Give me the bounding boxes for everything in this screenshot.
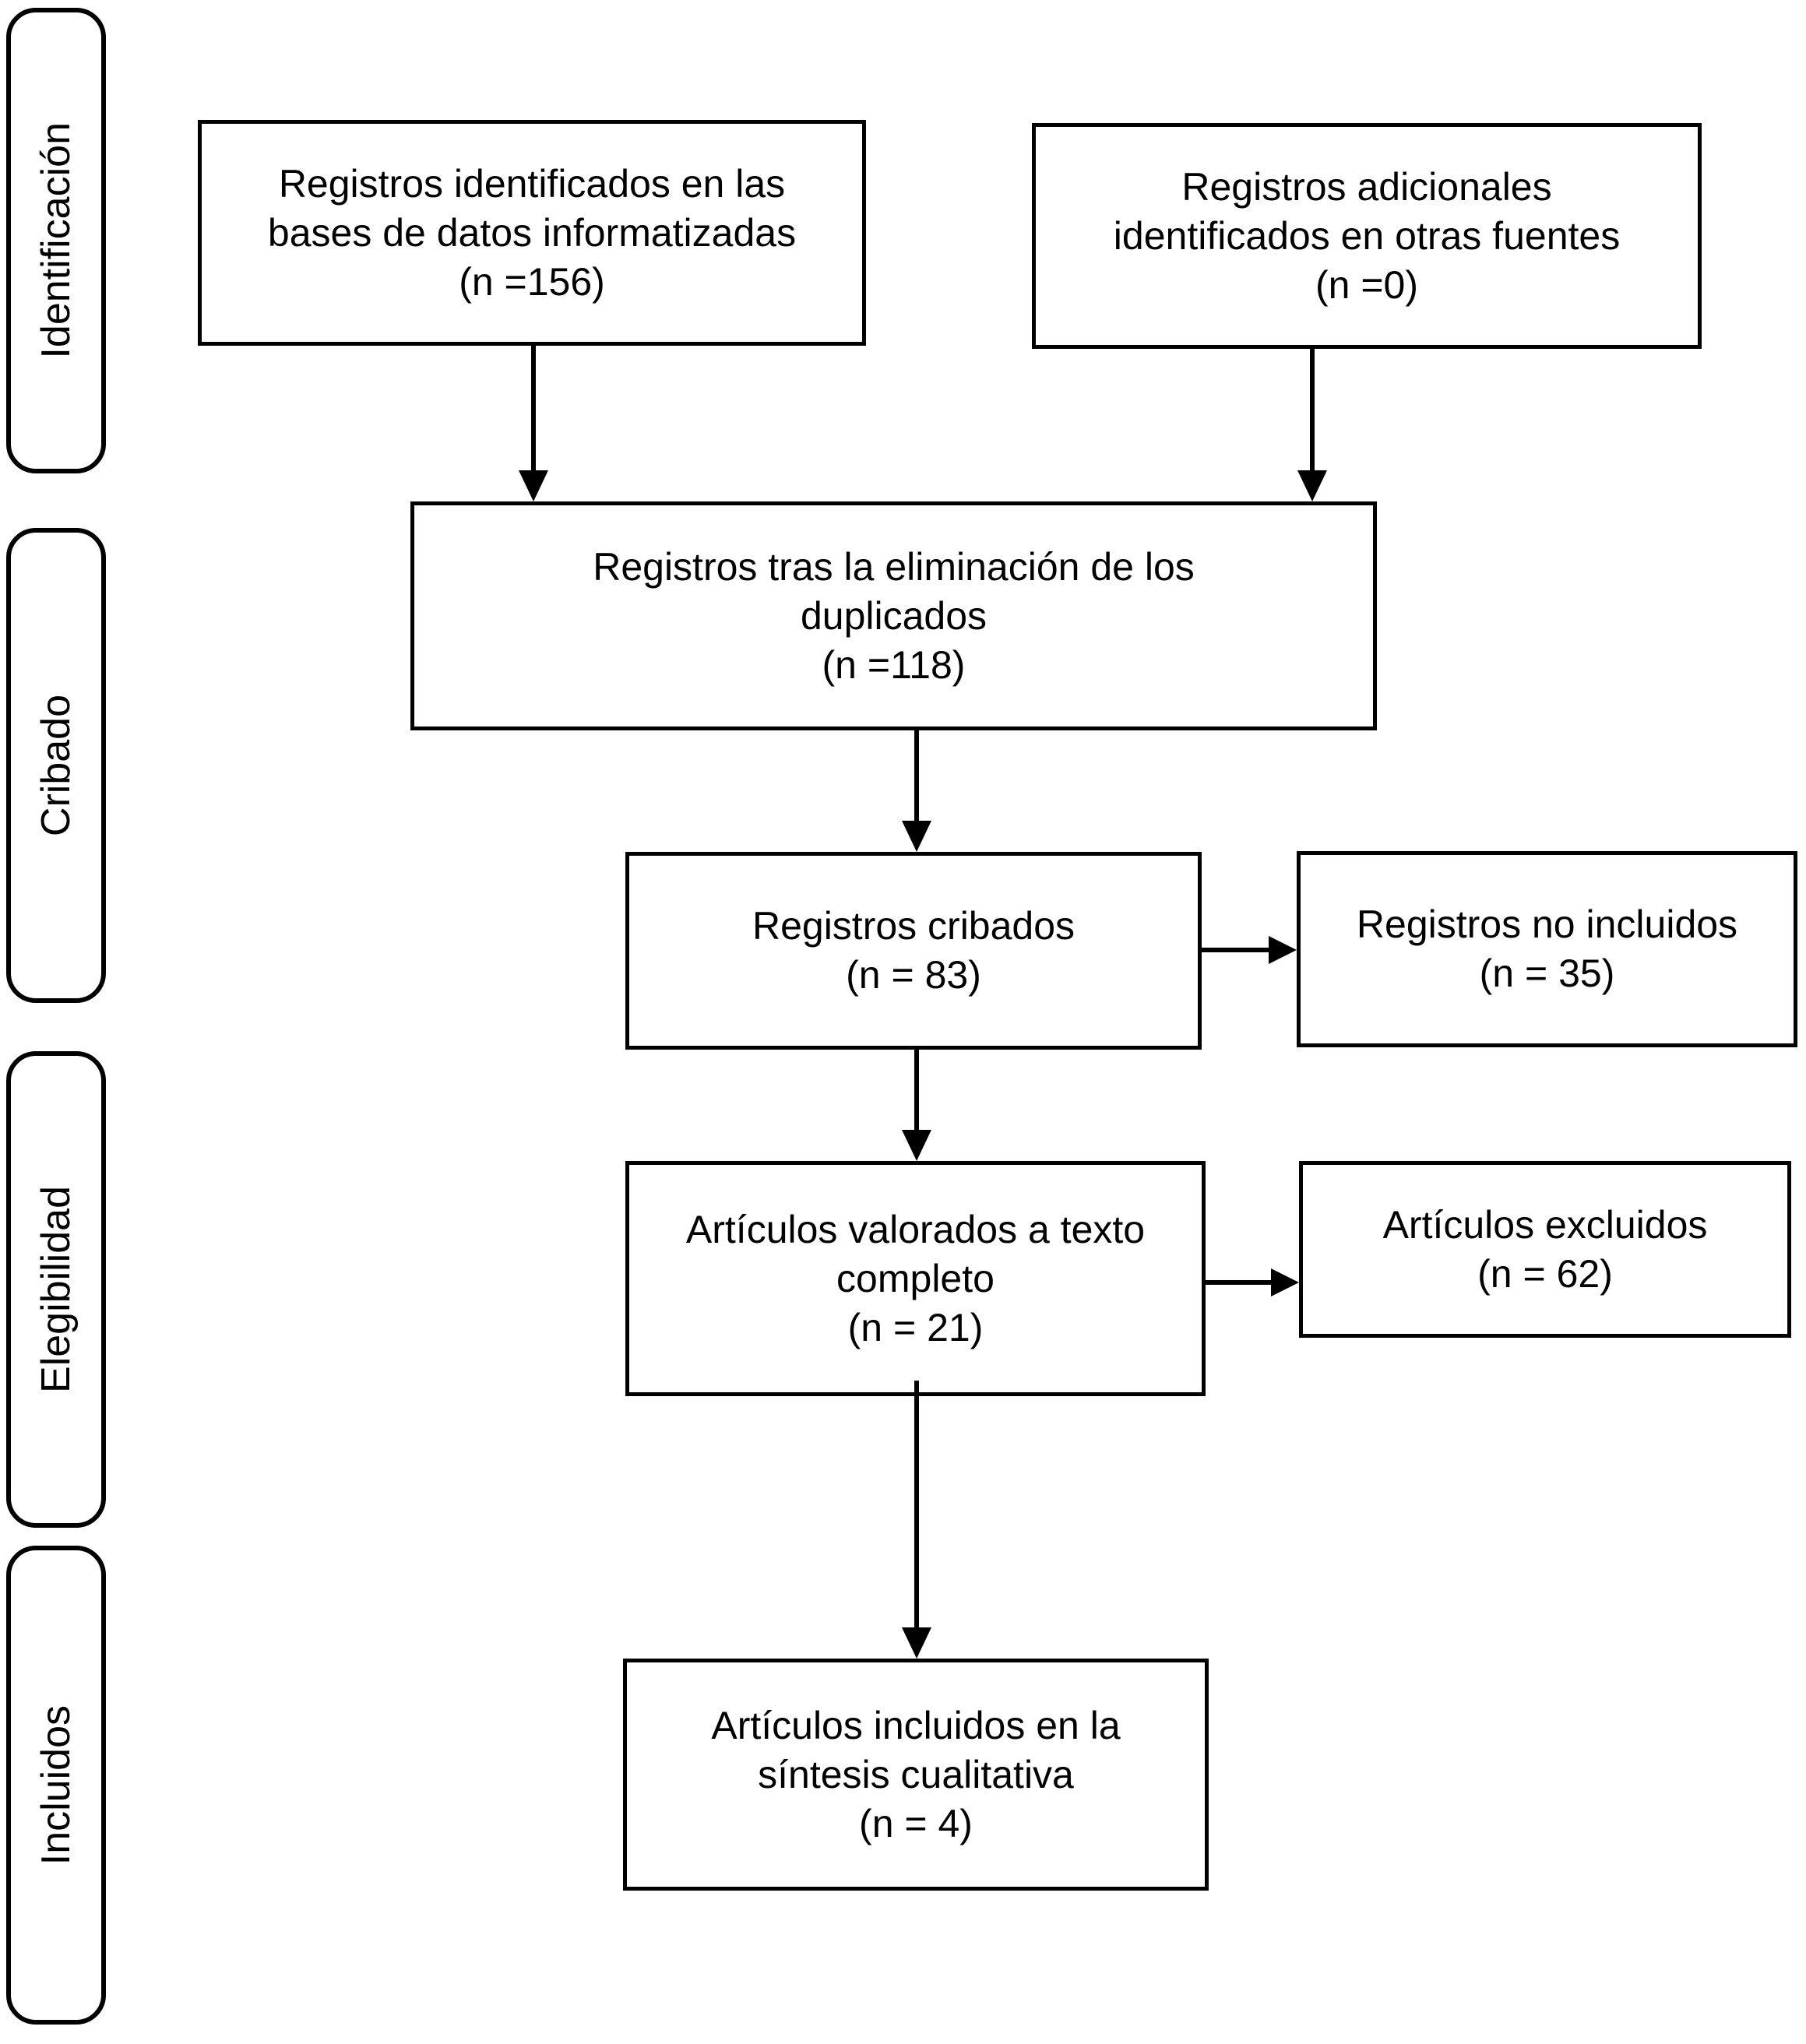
box-text-line: (n = 4): [859, 1801, 973, 1845]
box-text-line: (n =156): [459, 259, 605, 304]
box-text-line: Artículos valorados a texto: [685, 1207, 1146, 1251]
box-text-line: (n = 35): [1479, 952, 1615, 995]
box-text-line: síntesis cualitativa: [758, 1752, 1074, 1796]
arrow-screened-to-fulltext-line: [914, 1050, 919, 1130]
arrow-additional-to-dedup-head-icon: [1297, 470, 1327, 501]
box-records-not-included: Registros no incluidos (n = 35): [1297, 851, 1797, 1047]
box-text-line: Artículos incluidos en la: [711, 1703, 1121, 1747]
box-records-after-duplicates-removed: Registros tras la eliminación de los dup…: [410, 501, 1377, 730]
box-text-line: (n = 21): [847, 1305, 984, 1349]
box-records-screened: Registros cribados (n = 83): [625, 852, 1202, 1050]
box-text-line: (n = 62): [1477, 1251, 1613, 1296]
arrow-screened-to-notincluded-head-icon: [1269, 936, 1297, 964]
stage-label-cribado: Cribado: [6, 528, 106, 1003]
stage-label-identificacion-text: Identificación: [33, 122, 79, 359]
arrow-additional-to-dedup-line: [1310, 349, 1315, 473]
box-articles-excluded: Artículos excluidos (n = 62): [1299, 1161, 1791, 1338]
box-text-line: bases de datos informatizadas: [267, 210, 797, 255]
box-additional-records-other-sources: Registros adicionales identificados en o…: [1032, 123, 1702, 349]
box-text-line: Registros tras la eliminación de los: [593, 544, 1195, 589]
arrow-dedup-to-screened-head-icon: [902, 821, 931, 852]
arrow-screened-to-fulltext-head-icon: [902, 1130, 931, 1161]
arrow-fulltext-to-excluded-head-icon: [1271, 1268, 1299, 1296]
arrow-screened-to-notincluded-line: [1202, 948, 1269, 952]
box-articles-included-qualitative-synthesis: Artículos incluidos en la síntesis cuali…: [623, 1659, 1209, 1891]
box-text-line: (n =118): [822, 642, 966, 687]
box-text-line: (n =0): [1315, 262, 1418, 307]
box-text-line: Artículos excluidos: [1382, 1202, 1708, 1247]
box-text-line: completo: [836, 1256, 995, 1300]
box-text-line: identificados en otras fuentes: [1113, 213, 1621, 258]
box-text-line: Registros cribados: [752, 904, 1076, 948]
arrow-dedup-to-screened-line: [914, 730, 919, 821]
box-fulltext-articles-assessed: Artículos valorados a texto completo (n …: [625, 1161, 1206, 1396]
box-text-line: duplicados: [800, 593, 987, 638]
box-text-line: Registros no incluidos: [1356, 902, 1738, 946]
arrow-fulltext-to-included-line: [914, 1381, 919, 1627]
stage-label-incluidos-text: Incluidos: [33, 1705, 79, 1866]
box-records-identified-databases: Registros identificados en las bases de …: [198, 120, 866, 346]
stage-label-elegibilidad: Elegibilidad: [6, 1051, 106, 1528]
arrow-identified-to-dedup-line: [531, 346, 536, 473]
stage-label-cribado-text: Cribado: [33, 694, 79, 837]
box-text-line: (n = 83): [846, 953, 981, 997]
stage-label-incluidos: Incluidos: [6, 1546, 106, 2025]
stage-label-identificacion: Identificación: [6, 8, 106, 473]
arrow-fulltext-to-included-head-icon: [902, 1627, 931, 1659]
arrow-fulltext-to-excluded-line: [1206, 1280, 1271, 1285]
box-text-line: Registros identificados en las: [278, 161, 786, 206]
stage-label-elegibilidad-text: Elegibilidad: [33, 1186, 79, 1393]
arrow-identified-to-dedup-head-icon: [519, 470, 548, 501]
box-text-line: Registros adicionales: [1181, 164, 1552, 209]
